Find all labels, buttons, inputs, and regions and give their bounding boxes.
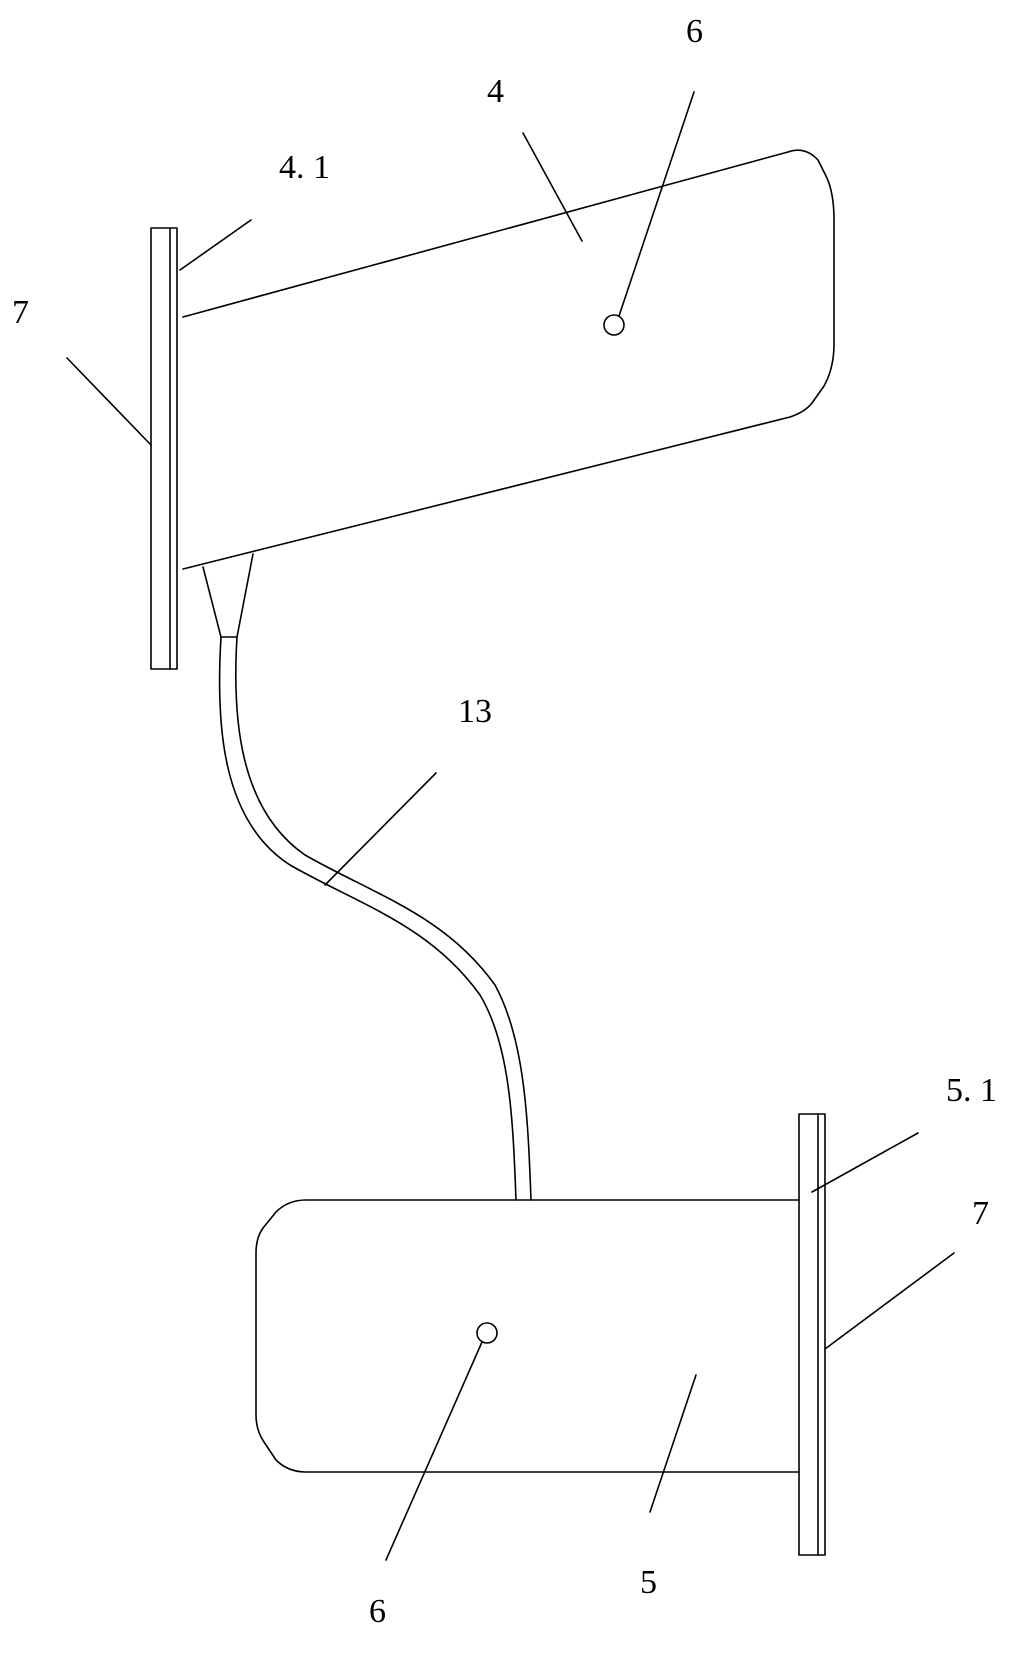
upper-body: [182, 149, 835, 570]
leader-lines: [66, 91, 955, 1561]
upper-mounting-plate: [150, 227, 178, 670]
label-lower-plate: 5. 1: [946, 1072, 997, 1109]
leader-upper-pin: [618, 91, 695, 317]
hose: [218, 636, 532, 1201]
leader-upper-body: [522, 132, 583, 242]
label-upper-body: 4: [487, 73, 504, 110]
hose-outer-line: [218, 636, 517, 1201]
label-lower-pin: 6: [369, 1593, 386, 1630]
leader-lower-body: [649, 1374, 697, 1513]
upper-assembly: [150, 149, 835, 670]
hose-inner-line: [235, 636, 532, 1201]
label-upper-pin: 6: [686, 13, 703, 50]
leader-hose: [324, 772, 437, 886]
label-left-plate: 7: [12, 294, 29, 331]
lower-body: [255, 1199, 800, 1473]
label-upper-plate: 4. 1: [279, 149, 330, 186]
lower-mounting-plate: [798, 1113, 826, 1556]
upper-pin: [603, 314, 625, 336]
label-hose: 13: [458, 693, 492, 730]
leader-left-plate: [66, 357, 152, 446]
label-lower-body: 5: [640, 1564, 657, 1601]
label-right-plate: 7: [972, 1195, 989, 1232]
lower-assembly: [255, 1113, 826, 1556]
upper-hose-connector: [202, 553, 254, 638]
leader-right-plate: [824, 1252, 955, 1350]
leader-upper-plate: [179, 219, 252, 271]
lower-pin: [476, 1322, 498, 1344]
leader-lower-pin: [385, 1341, 483, 1561]
leader-lower-plate: [811, 1132, 919, 1193]
labels: 6 4 4. 1 7 13 5. 1 7 5 6: [12, 13, 997, 1630]
